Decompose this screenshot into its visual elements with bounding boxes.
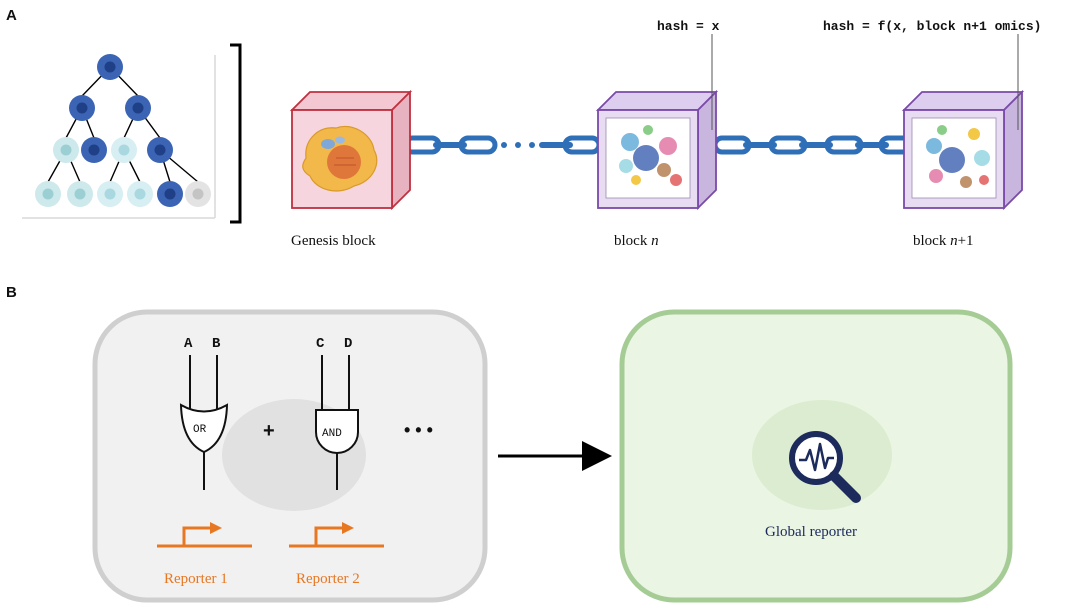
- panel-b-label: B: [6, 284, 17, 301]
- genesis-block-cube: [289, 89, 413, 211]
- block-n1-cube: [901, 89, 1025, 211]
- cell-dark: [97, 54, 123, 80]
- block-n-prefix: block: [614, 233, 651, 249]
- genesis-block-label: Genesis block: [291, 233, 376, 249]
- chain-ellipsis: [501, 142, 535, 148]
- plus-sign: +: [263, 420, 275, 442]
- chain-links-to-block-n: [539, 138, 599, 152]
- and-gate: [315, 355, 359, 490]
- cell-illustration: [302, 125, 378, 192]
- cell-grey: [185, 181, 211, 207]
- cell-light: [97, 181, 123, 207]
- block-n1-suffix: +1: [958, 233, 974, 249]
- reporter-1-label: Reporter 1: [164, 571, 228, 587]
- magnifier-icon: [789, 431, 861, 503]
- tsne-plot: [911, 117, 997, 199]
- cell-lineage-tree: [22, 54, 216, 219]
- reporter-2-label: Reporter 2: [296, 571, 360, 587]
- input-d: D: [344, 336, 352, 352]
- chain-links-genesis: [405, 138, 495, 152]
- cell-light: [67, 181, 93, 207]
- reporter-2-promoter: [289, 522, 384, 548]
- cell-dark: [69, 95, 95, 121]
- block-n-var: n: [651, 233, 659, 249]
- bracket: [230, 43, 242, 224]
- hash-n-label: hash = x: [657, 19, 720, 34]
- block-n1-label: block n+1: [913, 233, 974, 249]
- block-n-cube: [595, 89, 719, 211]
- input-b: B: [212, 336, 221, 352]
- more-gates-ellipsis: • • •: [404, 420, 433, 440]
- or-gate-label: OR: [193, 424, 207, 436]
- block-n1-var: n: [950, 233, 958, 249]
- cell-light: [35, 181, 61, 207]
- cell-dark: [125, 95, 151, 121]
- cell-dark: [81, 137, 107, 163]
- input-c: C: [316, 336, 325, 352]
- block-n1-prefix: block: [913, 233, 950, 249]
- cell-dark: [157, 181, 183, 207]
- cell-light: [111, 137, 137, 163]
- panel-a-label: A: [6, 7, 17, 24]
- cell-dark: [147, 137, 173, 163]
- chain-links-between-blocks: [715, 138, 915, 152]
- or-gate: [179, 355, 229, 490]
- hash-n1-label: hash = f(x, block n+1 omics): [823, 19, 1041, 34]
- reporter-1-promoter: [157, 522, 252, 548]
- and-gate-label: AND: [322, 428, 342, 440]
- block-n-label: block n: [614, 233, 659, 249]
- input-a: A: [184, 336, 193, 352]
- cell-light: [127, 181, 153, 207]
- cell-light: [53, 137, 79, 163]
- tsne-plot: [605, 117, 691, 199]
- global-reporter-label: Global reporter: [765, 524, 857, 540]
